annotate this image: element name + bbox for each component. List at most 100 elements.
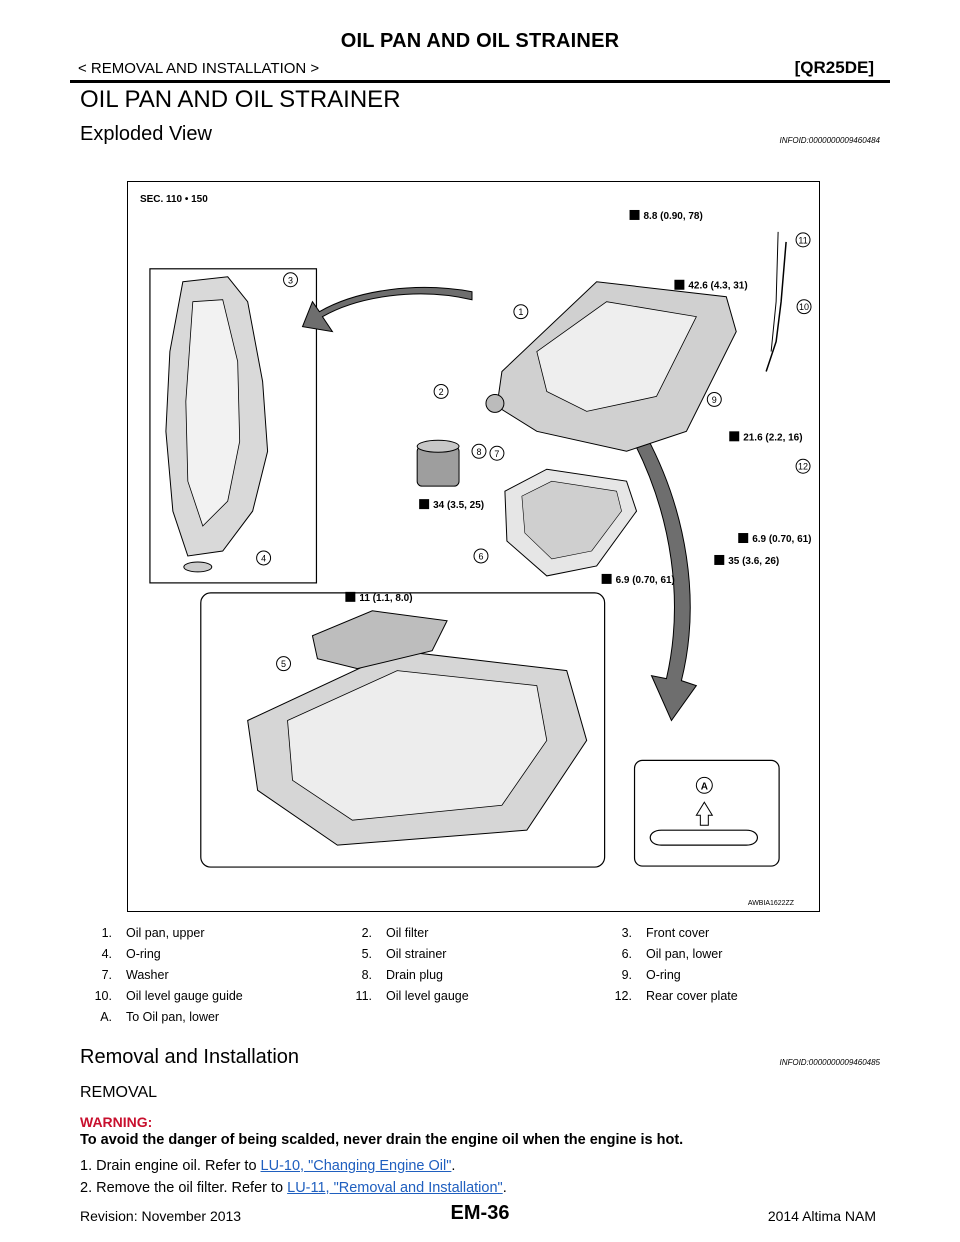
legend-item-number: 7. xyxy=(101,967,112,982)
torque-label-4: 34 (3.5, 25) xyxy=(419,499,484,511)
torque-label-5: 6.9 (0.70, 61) xyxy=(738,533,811,545)
legend-item-number: 1. xyxy=(101,925,112,940)
callout-9: 9 xyxy=(706,391,722,407)
legend-item-number: 11. xyxy=(355,988,372,1003)
warning-text: To avoid the danger of being scalded, ne… xyxy=(80,1132,684,1148)
callout-4: 4 xyxy=(256,550,272,566)
svg-text:9: 9 xyxy=(712,395,717,405)
callout-3: 3 xyxy=(283,272,299,288)
legend-item: 5.Oil strainer xyxy=(338,947,598,961)
legend-item-number: 2. xyxy=(361,925,372,940)
legend-item: 6. Oil pan, lower xyxy=(598,947,858,961)
svg-text:5: 5 xyxy=(281,659,286,669)
legend-item: 10.Oil level gauge guide xyxy=(78,989,338,1003)
svg-text:6.9 (0.70, 61): 6.9 (0.70, 61) xyxy=(752,534,811,545)
removal-heading: REMOVAL xyxy=(80,1084,158,1101)
page-header-title: OIL PAN AND OIL STRAINER xyxy=(340,30,620,52)
svg-text:12: 12 xyxy=(798,462,808,472)
legend-item: 4.O-ring xyxy=(78,947,338,961)
svg-text:10: 10 xyxy=(799,302,809,312)
svg-text:8: 8 xyxy=(476,447,481,457)
torque-label-1: 8.8 (0.90, 78) xyxy=(629,209,703,222)
breadcrumb: < REMOVAL AND INSTALLATION > xyxy=(78,60,320,77)
legend-item: 9.O-ring xyxy=(598,968,858,982)
step-1-text: Drain engine oil. Refer to xyxy=(96,1158,261,1174)
svg-text:6.9 (0.70, 61): 6.9 (0.70, 61) xyxy=(616,575,675,586)
svg-text:34 (3.5, 25): 34 (3.5, 25) xyxy=(433,500,484,511)
svg-text:8.8 (0.90, 78): 8.8 (0.90, 78) xyxy=(644,211,703,222)
step-2-link[interactable]: LU-11, "Removal and Installation" xyxy=(287,1180,503,1196)
step-2-number: 2. xyxy=(80,1180,93,1196)
legend-item-label: O-ring xyxy=(646,967,681,982)
legend-item-label: Rear cover plate xyxy=(646,988,738,1003)
exploded-diagram: SEC. 110 • 150 A AWBIA1 xyxy=(140,194,812,907)
header-rule xyxy=(70,80,890,83)
callout-10: 10 xyxy=(796,299,812,315)
legend-item-number: A. xyxy=(100,1009,112,1024)
callout-8: 8 xyxy=(471,443,487,459)
torque-label-3: 21.6 (2.2, 16) xyxy=(729,431,803,443)
legend-item: 7. Washer xyxy=(78,968,338,982)
legend-item: 2. Oil filter xyxy=(338,926,598,940)
footer-revision: Revision: November 2013 xyxy=(80,1208,242,1224)
legend-item: 8.Drain plug xyxy=(338,968,598,982)
legend-item-label: Oil pan, upper xyxy=(126,925,205,940)
torque-label-7: 6.9 (0.70, 61) xyxy=(601,573,675,586)
legend-item-label: Oil strainer xyxy=(386,946,447,961)
oil-strainer-part xyxy=(311,610,448,670)
lower-assembly-interior xyxy=(287,670,548,821)
legend-item-label: O-ring xyxy=(126,946,161,961)
callout-1: 1 xyxy=(513,304,529,320)
oil-level-gauge-part xyxy=(770,231,779,352)
legend-item: 11. Oil level gauge xyxy=(338,989,598,1003)
footer-model: 2014 Altima NAM xyxy=(767,1208,876,1224)
detail-a-label: A xyxy=(701,781,708,792)
svg-text:11: 11 xyxy=(798,235,807,245)
legend-item: 3.Front cover xyxy=(598,926,858,940)
legend-item-number: 12. xyxy=(614,988,632,1003)
up-arrow-icon xyxy=(695,801,714,826)
exploded-view-figure: SEC. 110 • 150 A AWBIA1 xyxy=(127,181,820,912)
legend-item-label: Oil pan, lower xyxy=(646,946,723,961)
legend-row: A. To Oil pan, lower xyxy=(78,1006,898,1027)
detail-a-inset xyxy=(633,759,780,867)
exploded-view-title: Exploded View xyxy=(80,123,212,145)
step-1-link[interactable]: LU-10, "Changing Engine Oil" xyxy=(260,1158,452,1174)
o-ring-part xyxy=(183,561,213,573)
svg-text:1: 1 xyxy=(518,307,523,317)
section-title: OIL PAN AND OIL STRAINER xyxy=(80,86,401,113)
legend-item-number: 6. xyxy=(621,946,632,961)
step-1-post: . xyxy=(451,1158,456,1174)
legend-item-label: To Oil pan, lower xyxy=(126,1009,220,1024)
step-2: 2. Remove the oil filter. Refer to LU-11… xyxy=(80,1180,507,1196)
legend-item-number: 8. xyxy=(361,967,372,982)
exploded-view-infoid: INFOID:0000000009460484 xyxy=(779,136,880,145)
callout-2: 2 xyxy=(433,383,449,399)
svg-text:3: 3 xyxy=(288,275,293,285)
callout-7: 7 xyxy=(489,445,505,461)
svg-text:2: 2 xyxy=(439,387,444,397)
step-2-post: . xyxy=(502,1180,507,1196)
step-1: 1. Drain engine oil. Refer to LU-10, "Ch… xyxy=(80,1158,455,1174)
engine-code: [QR25DE] xyxy=(794,58,874,77)
legend-row: 10.Oil level gauge guide 11. Oil level gau… xyxy=(78,985,898,1006)
legend-item-label: Front cover xyxy=(646,925,710,940)
svg-text:35 (3.6, 26): 35 (3.6, 26) xyxy=(728,556,779,567)
legend-item-label: Oil filter xyxy=(386,925,429,940)
removal-installation-infoid: INFOID:0000000009460485 xyxy=(779,1058,880,1067)
callout-5: 5 xyxy=(276,656,292,672)
warning-label: WARNING: xyxy=(80,1114,153,1130)
arrow-to-lower-pan xyxy=(633,435,698,722)
removal-installation-title: Removal and Installation xyxy=(80,1046,300,1068)
gasket-section xyxy=(649,829,759,846)
svg-text:7: 7 xyxy=(494,449,499,459)
svg-text:6: 6 xyxy=(478,551,483,561)
lower-oil-pan-interior xyxy=(521,480,622,560)
legend-item-label: Washer xyxy=(126,967,169,982)
legend-item-label: Oil level gauge xyxy=(386,988,469,1003)
svg-text:21.6 (2.2, 16): 21.6 (2.2, 16) xyxy=(743,432,802,443)
svg-text:42.6 (4.3, 31): 42.6 (4.3, 31) xyxy=(688,281,747,292)
parts-legend: 1. Oil pan, upper 2. Oil filter 3.Front cove… xyxy=(78,922,898,1027)
oil-level-gauge-guide-part xyxy=(765,241,787,372)
